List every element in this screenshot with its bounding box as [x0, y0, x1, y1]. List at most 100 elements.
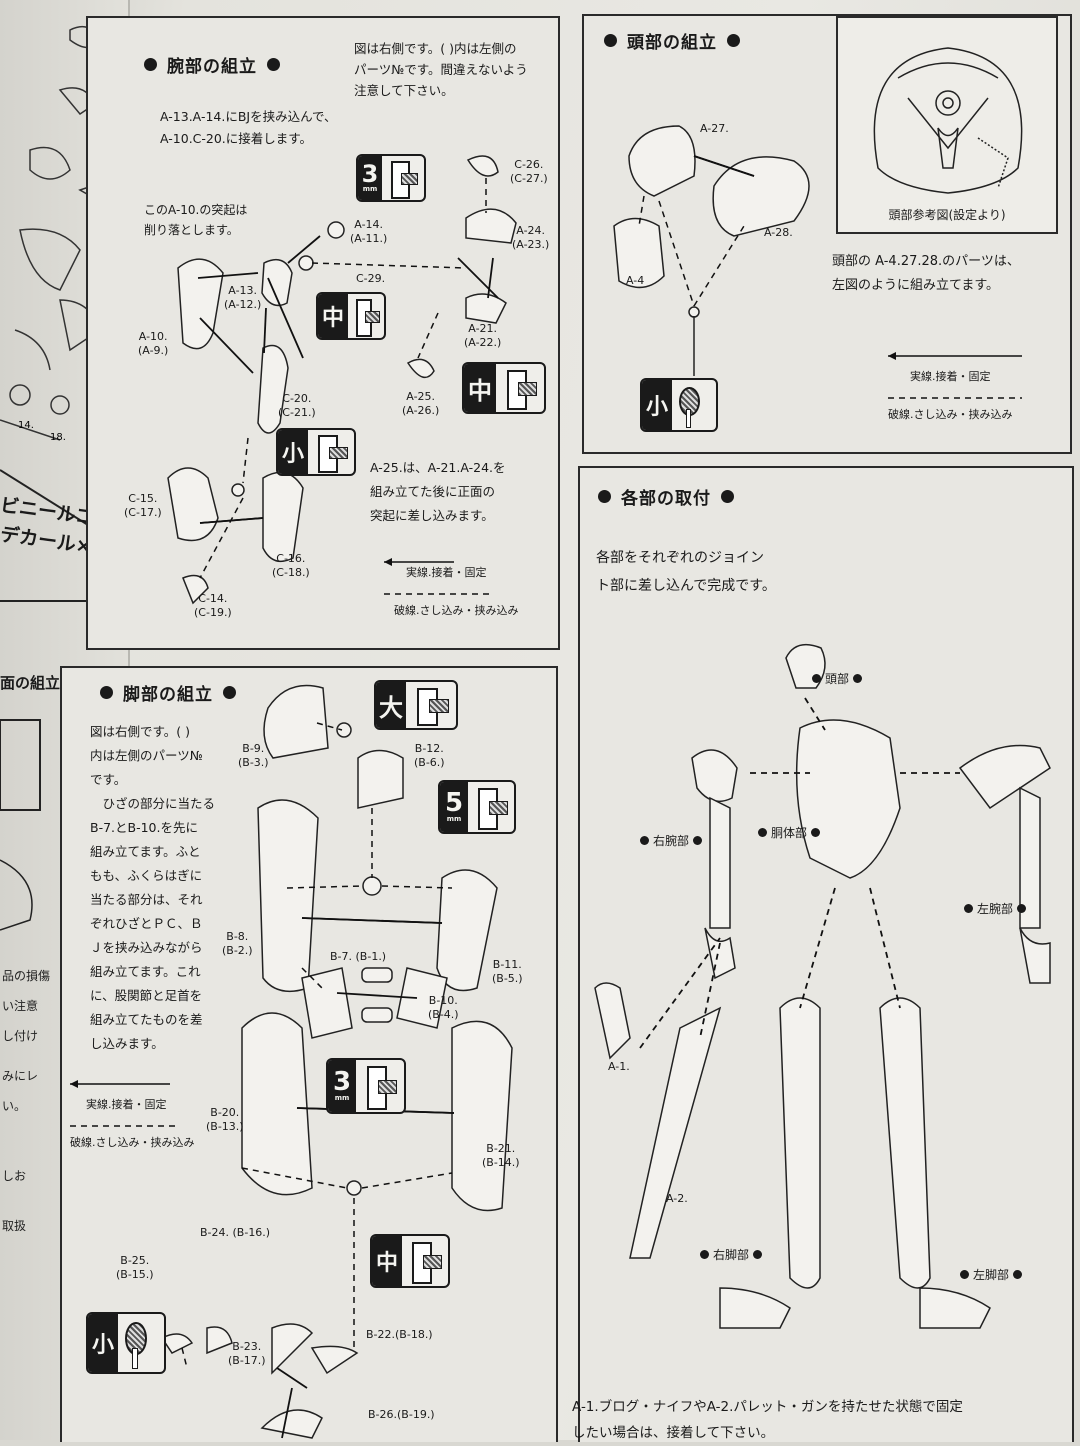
label-b8: B-8. (B-2.)	[222, 930, 253, 957]
part-label-text: 左脚部	[973, 1268, 1010, 1282]
part-label-left-arm: 左腕部	[964, 900, 1027, 917]
head-reference-illustration	[873, 47, 1023, 194]
svg-text:みにレ: みにレ	[2, 1069, 38, 1083]
badge-medium-pc-leg: 中	[370, 1234, 450, 1288]
label-a4: A-4	[626, 274, 645, 287]
part-label-head: 頭部	[812, 670, 863, 687]
label-c29: C-29.	[356, 272, 386, 285]
part-label-right-leg: 右脚部	[700, 1246, 763, 1263]
badge-medium-pc-2: 中	[462, 362, 546, 414]
label-b26: B-26.(B-19.)	[368, 1408, 435, 1421]
label-a1: A-1.	[608, 1060, 630, 1073]
svg-text:取扱: 取扱	[2, 1219, 26, 1233]
badge-size-text: 大	[376, 682, 406, 728]
legend-dashed-text: 破線.さし込み・挟み込み	[888, 408, 1013, 421]
label-b21: B-21. (B-14.)	[482, 1142, 520, 1169]
badge-unit-text: mm	[446, 815, 462, 823]
leg-note: 図は右側です。( ) 内は左側のパーツ№ です。 ひざの部分に当たる B-7.と…	[90, 724, 216, 1051]
svg-text:しお: しお	[2, 1169, 26, 1183]
part-label-left-leg: 左脚部	[960, 1266, 1023, 1283]
bullet-icon	[812, 674, 821, 683]
leg-title-text: 脚部の組立	[123, 685, 213, 705]
svg-text:18.: 18.	[50, 432, 66, 443]
joint-icon	[348, 294, 384, 338]
part-label-text: 頭部	[825, 672, 850, 686]
legend-solid-text: 実線.接着・固定	[406, 566, 487, 579]
part-label-text: 胴体部	[771, 826, 808, 840]
badge-size-text: 小	[88, 1314, 118, 1372]
label-c16: C-16. (C-18.)	[272, 552, 310, 579]
badge-size-text: 3	[332, 1067, 352, 1097]
bullet-icon	[1013, 1270, 1023, 1279]
label-a28: A-28.	[764, 226, 793, 239]
label-b11: B-11. (B-5.)	[492, 958, 523, 985]
arm-note-top: 図は右側です。( )内は左側の パーツ№です。間違えないよう 注意して下さい。	[354, 41, 528, 98]
label-c26: C-26. (C-27.)	[510, 158, 548, 185]
label-b9: B-9. (B-3.)	[238, 742, 269, 769]
arm-note-a25: A-25.は、A-21.A-24.を 組み立てた後に正面の 突起に差し込みます。	[370, 460, 506, 523]
bullet-icon	[753, 1250, 763, 1259]
badge-unit-text: mm	[334, 1094, 350, 1102]
badge-unit-text: mm	[362, 185, 378, 193]
arm-section-title: 腕部の組立	[144, 52, 280, 77]
head-title-text: 頭部の組立	[627, 33, 717, 53]
svg-text:い注意: い注意	[2, 998, 38, 1013]
leg-assembly-panel: 脚部の組立 図は右側です。( ) 内は左側のパーツ№ です。 ひざの部分に当たる…	[60, 666, 558, 1442]
final-assembly-diagram	[594, 643, 1051, 1329]
svg-text:14.: 14.	[18, 420, 34, 431]
svg-text:し付け: し付け	[2, 1029, 38, 1043]
bullet-icon	[144, 58, 157, 71]
bullet-icon	[960, 1270, 969, 1279]
label-c14: C-14. (C-19.)	[194, 592, 232, 619]
label-a27: A-27.	[700, 122, 729, 135]
label-b10: B-10. (B-4.)	[428, 994, 459, 1021]
badge-small-ball-leg: 小	[86, 1312, 166, 1374]
head-note: 頭部の A-4.27.28.のパーツは、 左図のように組み立てます。	[832, 254, 1020, 293]
legend-dashed-text: 破線.さし込み・挟み込み	[70, 1136, 195, 1149]
bullet-icon	[721, 490, 734, 503]
bullet-icon	[853, 674, 863, 683]
bullet-icon	[604, 34, 617, 47]
arm-title-text: 腕部の組立	[167, 57, 257, 77]
label-b23: B-23. (B-17.)	[228, 1340, 266, 1367]
part-label-torso: 胴体部	[758, 824, 821, 841]
bullet-icon	[1017, 904, 1027, 913]
badge-size-text: 5	[444, 788, 464, 818]
arm-note-bj: A-13.A-14.にBJを挟み込んで、 A-10.C-20.に接着します。	[160, 109, 337, 146]
label-b22: B-22.(B-18.)	[366, 1328, 433, 1341]
svg-text:い。: い。	[2, 1099, 26, 1113]
badge-small-ball: 小	[640, 378, 718, 432]
badge-size-text: 小	[278, 430, 308, 474]
arm-parts-diagram	[167, 155, 517, 605]
arm-legend: 実線.接着・固定 破線.さし込み・挟み込み	[384, 558, 519, 618]
badge-size-text: 3	[361, 160, 379, 188]
ball-joint-icon	[672, 380, 716, 430]
joint-icon	[406, 682, 456, 728]
bullet-icon	[100, 686, 113, 699]
head-assembly-panel: 頭部の組立 A-27. A-28. A-4 小	[582, 14, 1072, 454]
joint-icon	[356, 1060, 404, 1112]
leg-legend: 実線.接着・固定 破線.さし込み・挟み込み	[70, 1080, 195, 1150]
bullet-icon	[267, 58, 280, 71]
attach-title-text: 各部の取付	[621, 489, 711, 509]
head-reference-caption: 頭部参考図(設定より)	[888, 208, 1006, 222]
bullet-icon	[700, 1250, 709, 1259]
head-legend: 実線.接着・固定 破線.さし込み・挟み込み	[888, 352, 1022, 422]
head-section-title: 頭部の組立	[604, 28, 740, 53]
label-b7: B-7. (B-1.)	[330, 950, 387, 963]
head-reference-box: 頭部参考図(設定より)	[836, 16, 1058, 234]
arm-assembly-panel: 腕部の組立 図は右側です。( )内は左側の パーツ№です。間違えないよう 注意し…	[86, 16, 560, 650]
part-label-right-arm: 右腕部	[640, 832, 703, 849]
legend-dashed-text: 破線.さし込み・挟み込み	[394, 604, 519, 617]
part-label-text: 右腕部	[653, 834, 690, 848]
bullet-icon	[727, 34, 740, 47]
bullet-icon	[693, 836, 703, 845]
legend-solid-text: 実線.接着・固定	[86, 1098, 167, 1111]
attach-section-title: 各部の取付	[598, 484, 734, 509]
label-a13: A-13. (A-12.)	[224, 284, 262, 311]
svg-text:品の損傷: 品の損傷	[2, 968, 50, 983]
attach-footer-note: A-1.ブログ・ナイフやA-2.パレット・ガンを持たせた状態で固定 したい場合は…	[572, 1399, 963, 1441]
